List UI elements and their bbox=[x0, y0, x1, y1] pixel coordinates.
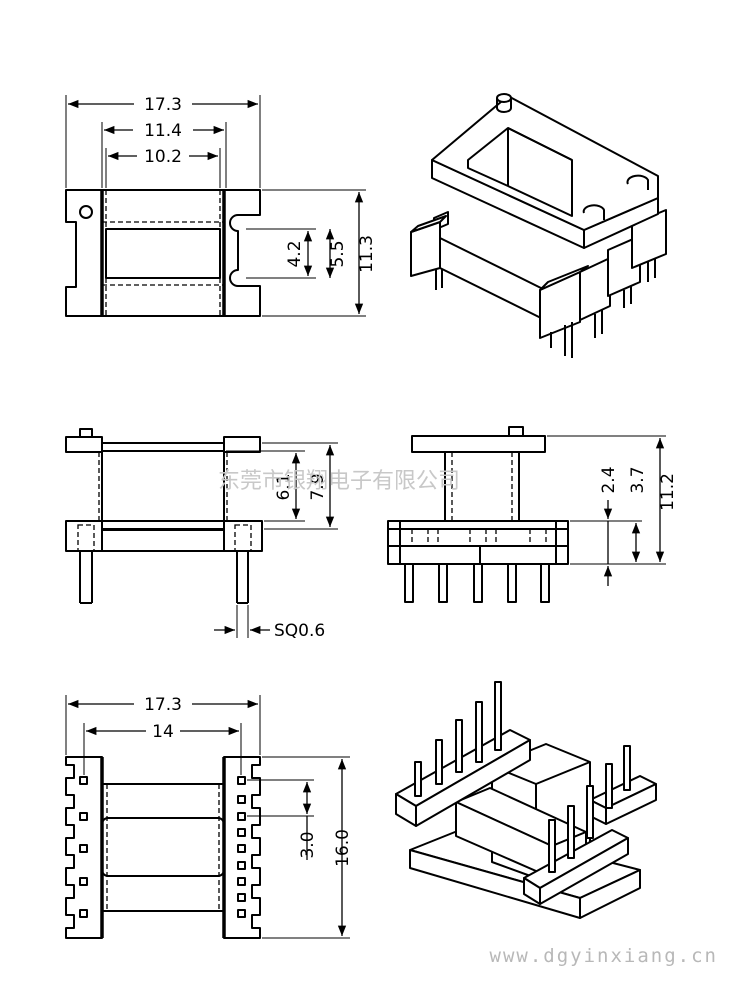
company-watermark: 东莞市银翔电子有限公司 bbox=[218, 469, 460, 494]
isometric-bottom-pins-left bbox=[414, 681, 502, 797]
dim-inner-height-label: 6.1 bbox=[274, 473, 294, 500]
dim-overall-width-label: 17.3 bbox=[144, 95, 182, 115]
dim-base-height-label: 2.4 bbox=[599, 466, 619, 493]
dim-pin-square-label: SQ0.6 bbox=[274, 621, 325, 641]
dim-window-width-label: 10.2 bbox=[144, 147, 182, 167]
isometric-view-bottom bbox=[395, 681, 657, 919]
dim-side-overall-height-label: 7.9 bbox=[308, 473, 328, 500]
dim-bottom-overall-height-label: 16.0 bbox=[333, 829, 353, 867]
dim-slot-width-label: 11.4 bbox=[144, 121, 182, 141]
dim-pin-span-label: 14 bbox=[152, 722, 174, 742]
website-watermark: www.dgyinxiang.cn bbox=[490, 945, 718, 967]
bottom-view bbox=[65, 756, 261, 939]
isometric-view-top bbox=[410, 93, 667, 358]
front-view-dimensions: 2.4 3.7 11.2 bbox=[547, 435, 678, 586]
bottom-view-dimensions: 17.3 14 3.0 16.0 bbox=[65, 692, 353, 939]
front-view-pins bbox=[404, 563, 550, 603]
dim-flange-height-label: 3.7 bbox=[628, 466, 648, 493]
isometric-bottom-pins-right bbox=[548, 745, 631, 873]
dim-bottom-overall-width-label: 17.3 bbox=[144, 695, 182, 715]
dim-slot-height-label: 4.2 bbox=[285, 240, 305, 267]
bottom-view-pin-holes bbox=[79, 776, 246, 918]
top-view bbox=[65, 189, 261, 317]
dim-front-overall-height-label: 11.2 bbox=[658, 473, 678, 511]
dim-window-height-label: 5.5 bbox=[328, 240, 348, 267]
side-view bbox=[65, 428, 263, 604]
dim-overall-height-label: 11.3 bbox=[357, 235, 377, 273]
dim-pin-pitch-label: 3.0 bbox=[298, 831, 318, 858]
side-view-dimensions: 6.1 7.9 SQ0.6 bbox=[214, 442, 338, 641]
front-view bbox=[387, 426, 569, 603]
top-view-dimensions: 17.3 11.4 10.2 4.2 5.5 11.3 bbox=[65, 92, 377, 317]
